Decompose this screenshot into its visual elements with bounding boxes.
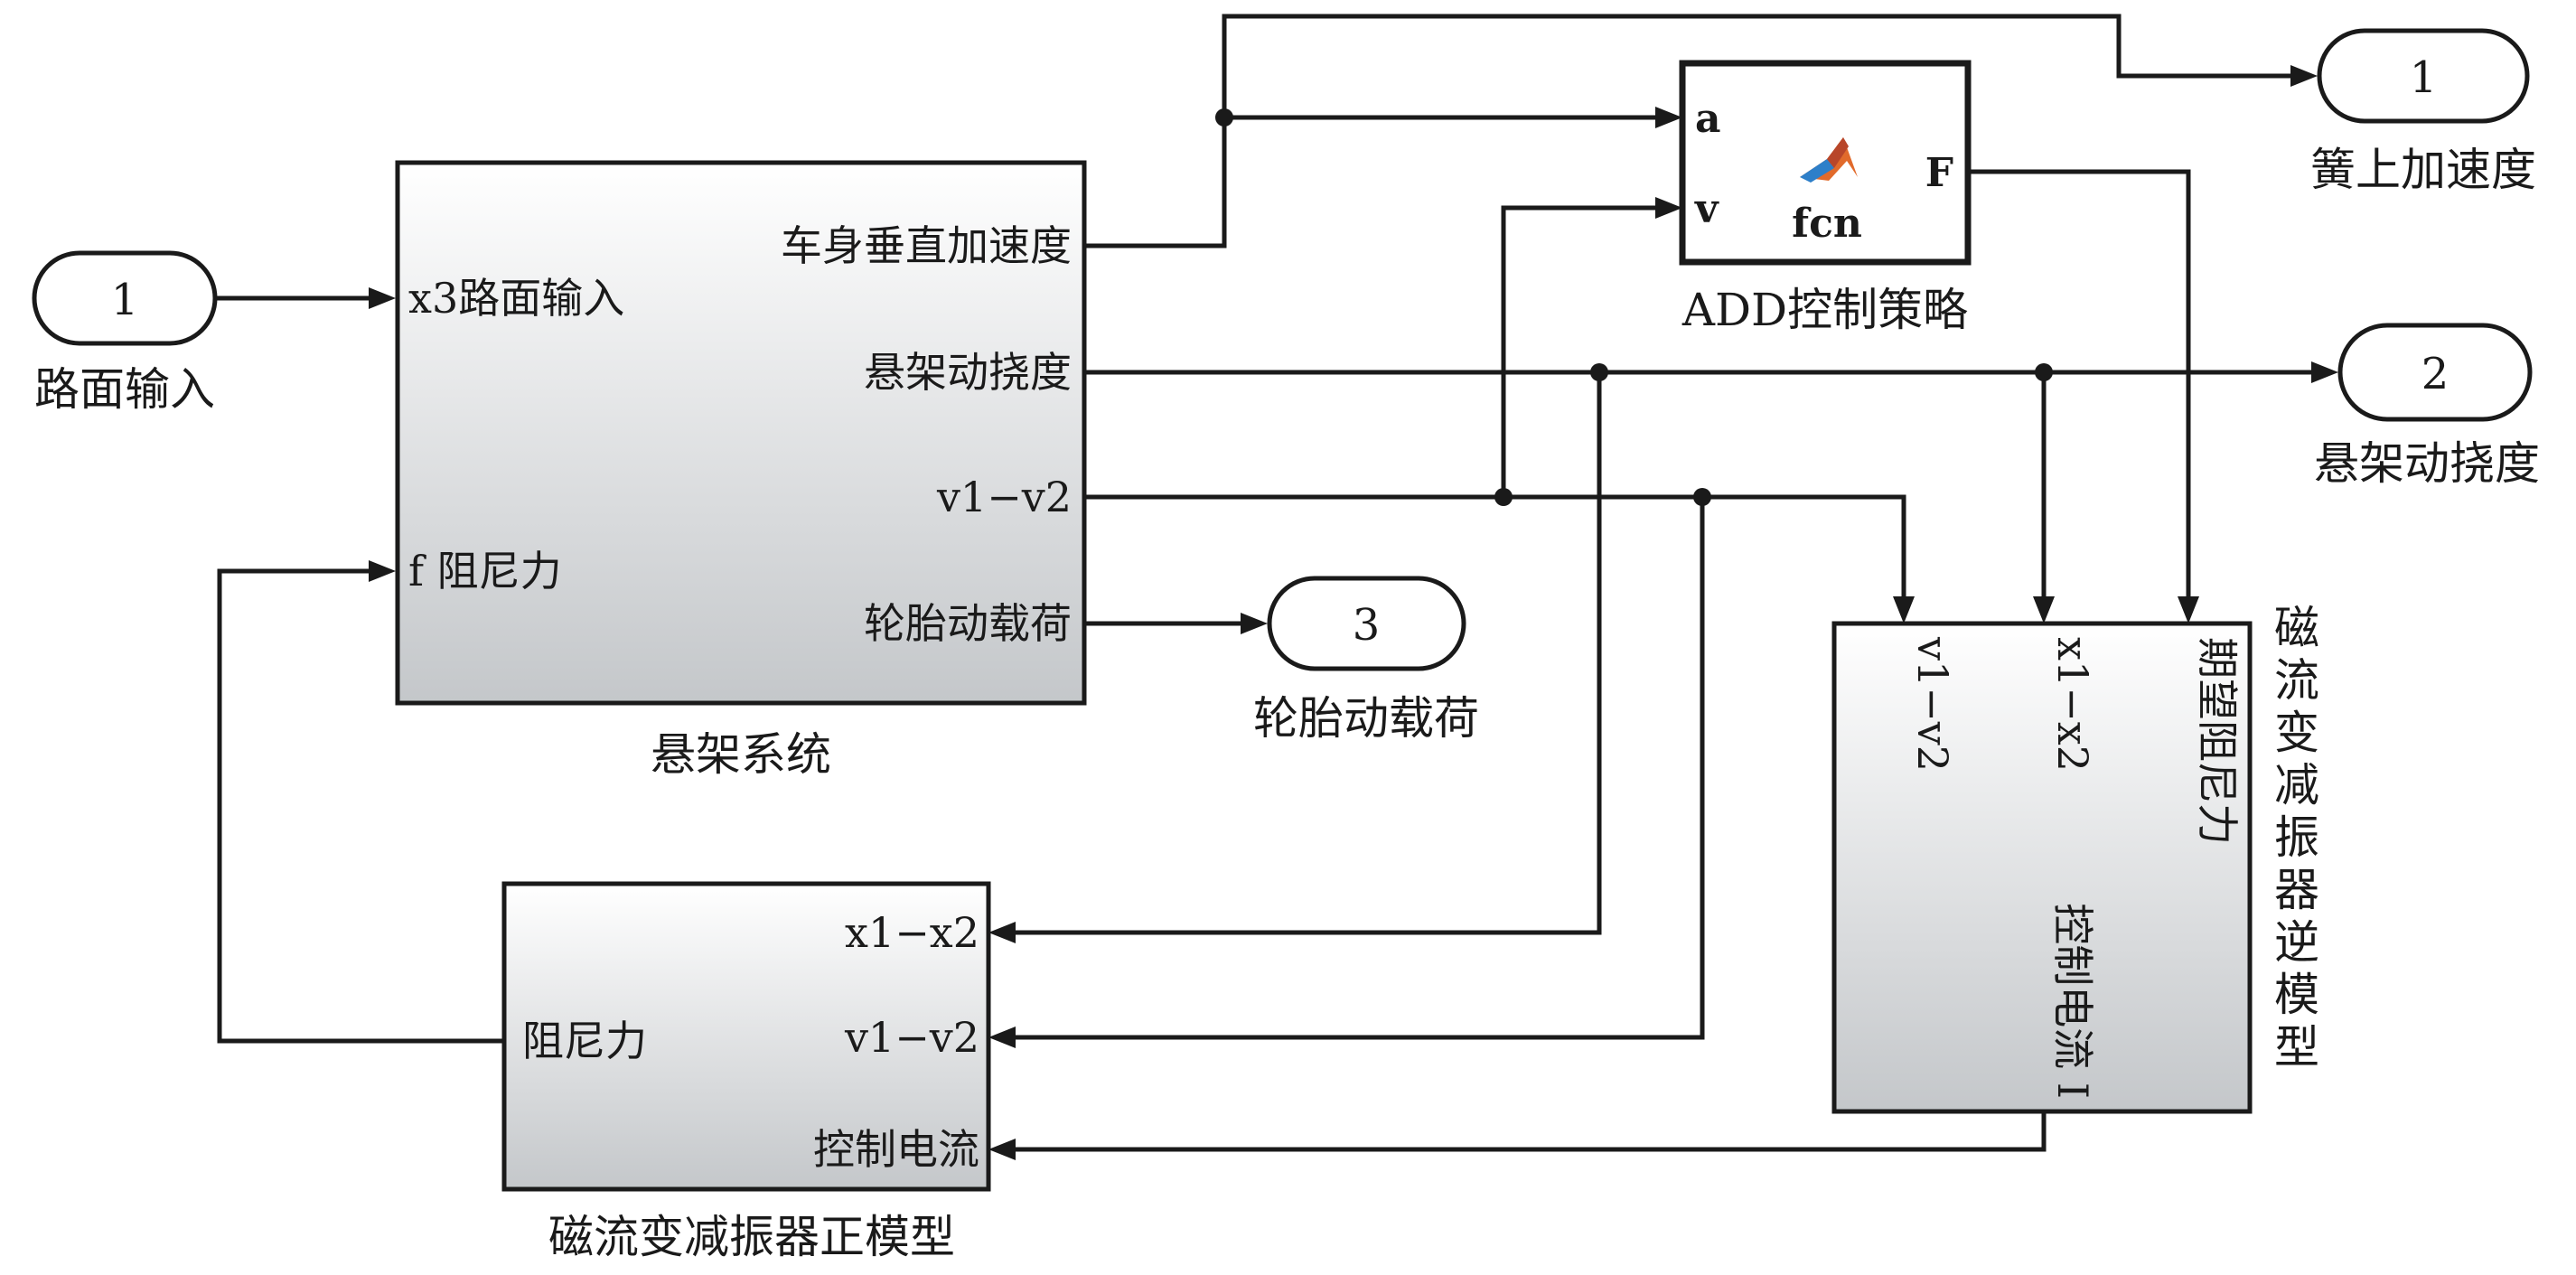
port-velocity: v1−v2 [1908,636,1957,772]
forward-model-label: 磁流变减振器正模型 [548,1211,955,1263]
arrowhead [1241,613,1268,634]
inport-label: 路面输入 [34,363,215,416]
inverse-label-char: 型 [2274,1021,2319,1073]
arrowhead [2033,596,2055,623]
port-v: v [1694,186,1719,232]
add-control-label: ADD控制策略 [1681,284,1968,336]
port-deflection: 悬架动挠度 [864,348,1072,397]
port-control-current: 控制电流 [813,1125,979,1174]
port-tire-load: 轮胎动载荷 [864,599,1072,648]
outport-label: 悬架动挠度 [2314,437,2540,490]
outport-number: 3 [1353,600,1381,651]
wire-velocity-to-add[interactable] [1501,205,1655,497]
port-damping-force: f 阻尼力 [408,547,562,595]
inverse-label-char: 逆 [2274,916,2319,969]
inverse-label-char: 器 [2274,864,2319,916]
wire-body-accel[interactable] [1084,14,2295,248]
outport-label: 轮胎动载荷 [1253,692,1479,745]
matlab-icon [1800,137,1858,183]
arrowhead [988,1139,1016,1160]
port-control-current: 控制电流 I [2048,903,2097,1099]
arrowhead [369,287,396,309]
inverse-model-label: 磁 流 变 减 振 器 逆 模 型 [2274,602,2319,1073]
port-body-accel: 车身垂直加速度 [781,221,1072,270]
arrowhead [2311,361,2338,383]
port-road-input: x3路面输入 [408,274,624,323]
inverse-label-char: 变 [2274,707,2319,759]
port-displacement: x1−x2 [845,908,979,957]
wire-control-current[interactable] [1010,1111,2047,1152]
add-control-block[interactable]: a v F fcn [1679,60,1972,266]
arrowhead [2290,65,2318,87]
port-damping-force: 阻尼力 [522,1017,647,1065]
inverse-model-block[interactable]: v1−v2 x1−x2 期望阻尼力 控制电流 I [1831,621,2253,1114]
inverse-label-char: 减 [2274,759,2319,811]
arrowhead [1655,197,1682,219]
port-displacement: x1−x2 [2048,637,2097,772]
junction-dot [1215,108,1233,127]
outport-suspension-deflection[interactable]: 2 [2337,323,2533,422]
arrowhead [1655,107,1682,128]
inverse-label-char: 磁 [2274,602,2319,654]
port-desired-force: 期望阻尼力 [2193,637,2242,845]
outport-number: 1 [2410,52,2438,103]
arrowhead [1893,596,1915,623]
outport-tire-load[interactable]: 3 [1267,576,1466,671]
wire-add-force[interactable] [1970,169,2191,598]
inverse-label-char: 流 [2274,654,2319,707]
wire-deflection-to-forward[interactable] [1010,372,1602,935]
outport-sprung-accel[interactable]: 1 [2317,28,2530,124]
arrowhead [988,922,1016,943]
port-a: a [1695,96,1721,142]
fcn-label: fcn [1792,201,1862,247]
arrowhead [988,1027,1016,1048]
junction-dot [1590,363,1608,381]
inverse-label-char: 振 [2274,811,2319,864]
suspension-system-label: 悬架系统 [651,728,831,781]
arrowhead [369,560,396,582]
suspension-system-block[interactable]: x3路面输入 f 阻尼力 车身垂直加速度 悬架动挠度 v1−v2 轮胎动载荷 [395,160,1087,706]
wire-velocity-to-forward[interactable] [1010,497,1705,1040]
inverse-label-char: 模 [2274,969,2319,1021]
wire-velocity[interactable] [1084,494,1906,598]
inport-road-input[interactable]: 1 [32,250,218,346]
port-velocity: v1−v2 [936,473,1072,521]
port-velocity: v1−v2 [844,1013,979,1062]
port-f: F [1925,150,1953,196]
junction-dot [1494,488,1513,506]
forward-model-block[interactable]: x1−x2 v1−v2 控制电流 阻尼力 [501,881,991,1192]
wire-damping-force[interactable] [217,568,504,1044]
junction-dot [2035,363,2053,381]
outport-number: 2 [2421,349,2450,399]
arrowhead [2178,596,2199,623]
inport-number: 1 [111,275,139,325]
outport-label: 簧上加速度 [2310,144,2536,196]
junction-dot [1693,488,1711,506]
